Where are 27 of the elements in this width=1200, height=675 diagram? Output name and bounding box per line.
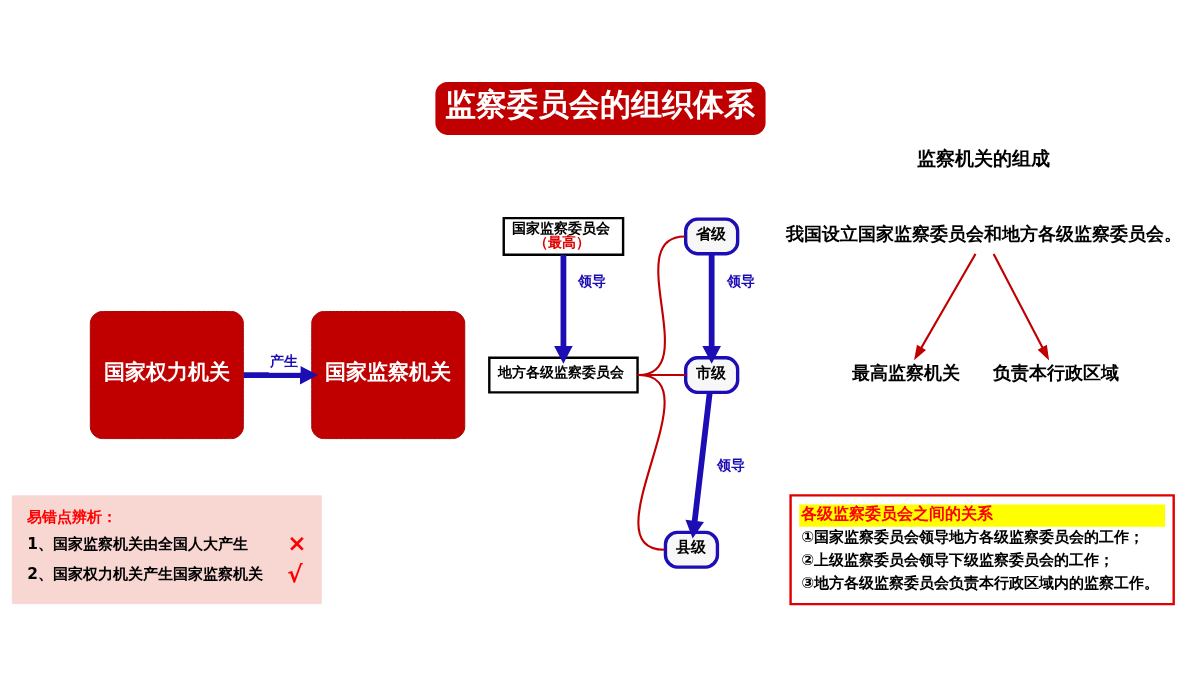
- node-text: 最高监察机关: [851, 361, 960, 383]
- edge-label: 领导: [578, 272, 607, 289]
- arrow: [243, 365, 318, 384]
- node-text: 负责本行政区域: [992, 361, 1119, 383]
- diagram-title: 监察委员会的组织体系: [445, 85, 756, 122]
- edge-label: 产生: [269, 352, 298, 369]
- node-box: 省级: [684, 216, 740, 255]
- node-box: 国家权力机关: [89, 310, 244, 439]
- node-box: 县级: [663, 530, 720, 569]
- edge-label: 领导: [716, 456, 745, 473]
- arrow: [554, 254, 573, 364]
- arrow: [992, 252, 1050, 360]
- arrow: [914, 252, 977, 360]
- node-text: 我国设立国家监察委员会和地方各级监察委员会。: [786, 222, 1183, 244]
- node-box: 国家监察委员会 （最高）: [502, 216, 625, 256]
- connector: [637, 373, 686, 376]
- node-box: 各级监察委员会之间的关系 ①国家监察委员会领导地方各级监察委员会的工作； ②上级监察委员会领导下级监察委员会的工作； ③地方各级监察委员会负责本行政区域内的监察工作。: [789, 493, 1175, 605]
- label: 监察机关的组成: [916, 146, 1050, 170]
- node-box: 市级: [684, 355, 740, 394]
- edge-label: 领导: [726, 272, 755, 289]
- connector: [637, 373, 666, 551]
- arrow: [702, 253, 721, 364]
- connector: [638, 234, 685, 376]
- node-box: 国家监察机关: [311, 310, 466, 439]
- node-box: 易错点辨析： 1、国家监察机关由全国人大产生 × 2、国家权力机关产生国家监察机关 √: [11, 494, 322, 604]
- arrow: [685, 391, 713, 538]
- node-box: 地方各级监察委员会: [488, 356, 639, 394]
